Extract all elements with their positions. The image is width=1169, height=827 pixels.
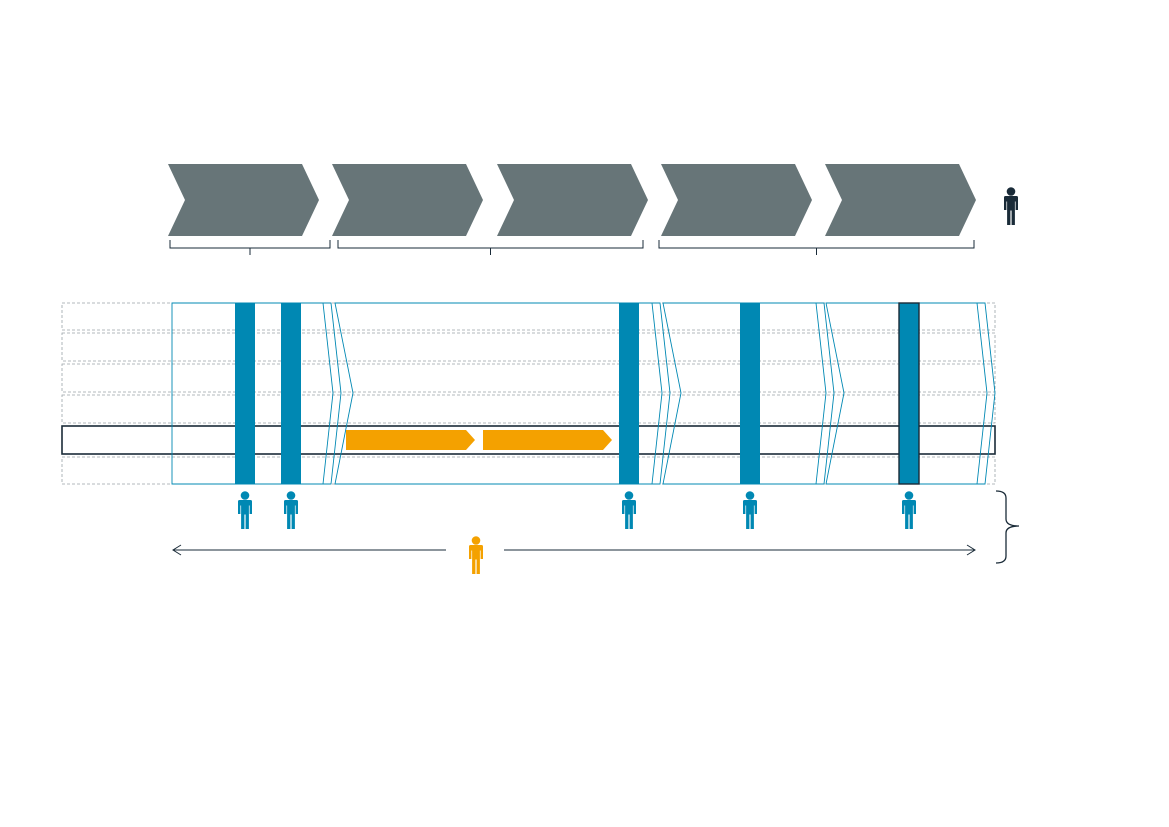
process-steps [168, 164, 976, 236]
stage-outline [825, 302, 996, 485]
process-step-chevron [168, 164, 319, 236]
person-icon [743, 491, 757, 529]
process-step-chevron [661, 164, 812, 236]
activity-arrow [346, 430, 475, 450]
swimlane [61, 456, 996, 485]
stage-outline-inner [815, 302, 827, 485]
person-icon [902, 491, 916, 529]
touchpoint-bars [235, 302, 920, 485]
process-step-chevron [825, 164, 976, 236]
swimlane [61, 302, 996, 331]
arrowhead-right-icon [966, 544, 976, 556]
phase-bracket [337, 240, 644, 255]
activity-arrows [346, 430, 612, 450]
touchpoint-bar [740, 303, 760, 484]
person-icon [622, 491, 636, 529]
swimlane [61, 332, 996, 362]
span-arrow [172, 536, 976, 574]
process-step-chevron [332, 164, 483, 236]
process-step-chevron [497, 164, 648, 236]
person-icon [469, 536, 483, 574]
touchpoint-bar [281, 303, 301, 484]
swimlanes [61, 302, 996, 485]
phase-bracket [658, 240, 975, 255]
stage-outline-inner [976, 302, 988, 485]
touchpoint-bar [235, 303, 255, 484]
phase-bracket [169, 240, 331, 255]
stage-outline-inner [322, 302, 334, 485]
swimlane [61, 394, 996, 424]
person-icon [238, 491, 252, 529]
person-icon [284, 491, 298, 529]
touchpoint-bar [898, 302, 920, 485]
stage-outline [334, 302, 671, 485]
person-icon [1004, 187, 1018, 225]
arrowhead-left-icon [172, 544, 182, 556]
activity-arrow [483, 430, 612, 450]
touchpoint-persons [238, 491, 916, 529]
swimlane [61, 363, 996, 393]
touchpoint-bar [619, 303, 639, 484]
stage-outline [662, 302, 835, 485]
stage-outline-inner [651, 302, 663, 485]
phase-brackets [169, 240, 975, 255]
stage-outline [171, 302, 342, 485]
stage-outlines [171, 302, 996, 485]
curly-brace-icon [995, 490, 1020, 564]
